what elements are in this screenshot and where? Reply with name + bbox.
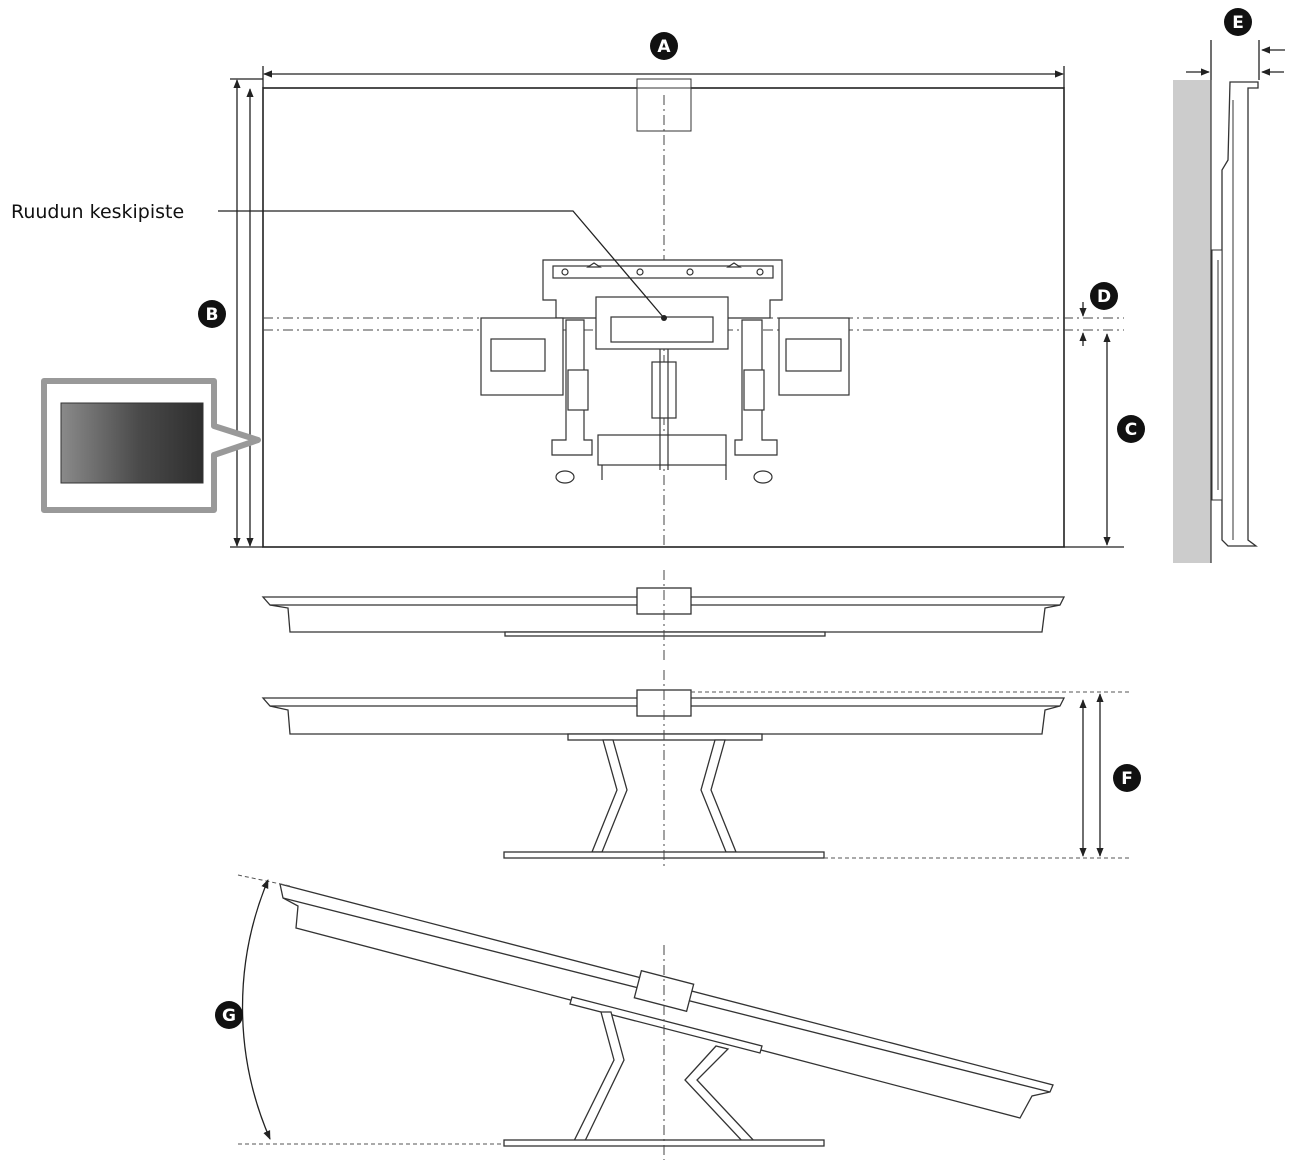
tilted-view [237,874,1054,1160]
badge-b: B [198,300,226,328]
svg-text:F: F [1121,769,1133,789]
front-view: Ruudun keskipiste [11,66,1124,548]
badge-d: D [1090,282,1118,310]
top-view-wall [261,570,1066,660]
center-point-label: Ruudun keskipiste [11,201,184,223]
badge-a: A [650,32,678,60]
svg-text:A: A [657,37,671,57]
badge-g: G [215,1001,243,1029]
svg-text:E: E [1232,13,1244,33]
badge-f: F [1113,764,1141,792]
center-point-leader [218,210,665,319]
svg-text:C: C [1125,420,1137,440]
wall [1173,80,1211,563]
angle-g-arc [241,879,271,1140]
svg-text:D: D [1097,287,1111,307]
badge-e: E [1224,8,1252,36]
top-view-stand [261,670,1130,870]
badge-c: C [1117,415,1145,443]
side-view [1173,40,1285,563]
svg-text:B: B [206,305,219,325]
svg-text:G: G [222,1006,236,1026]
screen-thumbnail [41,378,261,513]
wall-mount-bracket [480,259,850,484]
